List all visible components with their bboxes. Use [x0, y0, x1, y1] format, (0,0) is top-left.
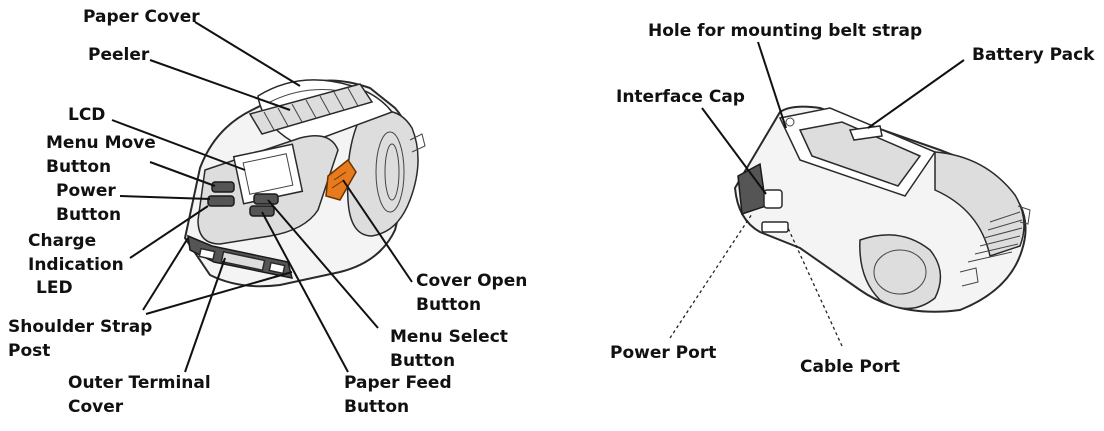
label-power-2: Button	[56, 205, 121, 225]
label-battery-pack: Battery Pack	[972, 45, 1095, 65]
label-cable-port: Cable Port	[800, 357, 900, 377]
label-charge-2: Indication	[28, 255, 124, 275]
label-power-port: Power Port	[610, 343, 716, 363]
paper-feed-button-shape[interactable]	[249, 205, 275, 217]
label-charge-3: LED	[36, 278, 73, 298]
label-charge-1: Charge	[28, 231, 96, 251]
label-outer-1: Outer Terminal	[68, 373, 211, 393]
roller-ridges	[967, 211, 1023, 263]
label-menu-move-2: Button	[46, 157, 111, 177]
power-button-shape[interactable]	[207, 195, 235, 207]
label-cover-open-1: Cover Open	[416, 271, 527, 291]
label-paper-cover: Paper Cover	[83, 7, 200, 27]
label-peeler: Peeler	[88, 45, 150, 65]
left-labels: Paper Cover Peeler LCD Menu Move Button …	[8, 7, 527, 417]
label-power-1: Power	[56, 181, 116, 201]
label-lcd: LCD	[68, 105, 105, 125]
right-labels: Hole for mounting belt strap Battery Pac…	[610, 21, 1095, 377]
printer-front-illustration	[183, 79, 426, 288]
label-paper-feed-2: Button	[344, 397, 409, 417]
printer-rear-illustration	[733, 105, 1031, 313]
menu-select-button-shape[interactable]	[253, 193, 279, 205]
battery-pack-shape	[798, 121, 922, 187]
menu-move-button-shape[interactable]	[211, 181, 235, 193]
label-cover-open-2: Button	[416, 295, 481, 315]
label-shoulder-1: Shoulder Strap	[8, 317, 152, 337]
label-belt-hole: Hole for mounting belt strap	[648, 21, 922, 41]
label-menu-select-2: Button	[390, 351, 455, 371]
label-menu-select-1: Menu Select	[390, 327, 508, 347]
right-leader-lines	[669, 41, 965, 347]
label-paper-feed-1: Paper Feed	[344, 373, 452, 393]
label-menu-move-1: Menu Move	[46, 133, 156, 153]
label-shoulder-2: Post	[8, 341, 50, 361]
left-leader-lines	[111, 21, 413, 373]
label-outer-2: Cover	[68, 397, 124, 417]
label-interface-cap: Interface Cap	[616, 87, 745, 107]
peeler-ridges	[248, 83, 374, 135]
